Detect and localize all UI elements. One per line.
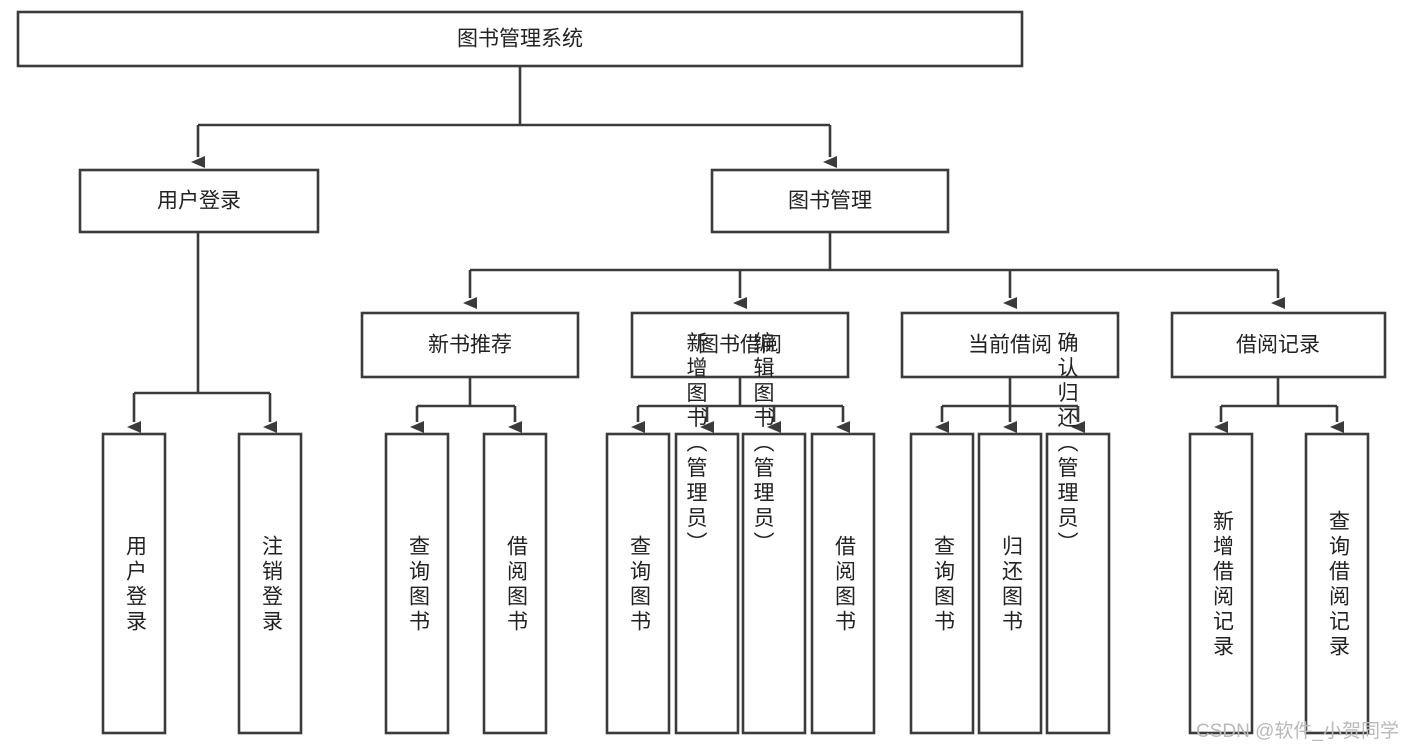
node-book-manage-box[interactable] bbox=[710, 168, 950, 234]
node-root-box[interactable] bbox=[16, 10, 1024, 68]
node-current-borrow-box[interactable] bbox=[900, 311, 1120, 379]
leaf-confirm-return[interactable]: 确认归还（管理员） bbox=[1045, 332, 1111, 735]
leaf-borrow-book-2-box[interactable] bbox=[810, 432, 876, 735]
node-book-borrow-label: 图书借阅 bbox=[698, 334, 782, 357]
node-current-borrow-label: 当前借阅 bbox=[968, 334, 1052, 357]
leaf-logout[interactable]: 注销登录 bbox=[237, 432, 303, 735]
leaf-return-book-box[interactable] bbox=[977, 432, 1043, 735]
node-book-borrow[interactable]: 图书借阅 bbox=[630, 311, 850, 379]
leaf-logout-box[interactable] bbox=[237, 432, 303, 735]
node-user-login-label: 用户登录 bbox=[157, 190, 241, 213]
leaf-query-book-1[interactable]: 查询图书 bbox=[384, 432, 450, 735]
leaf-query-book-3-box[interactable] bbox=[909, 432, 975, 735]
node-new-book-recommend-label: 新书推荐 bbox=[428, 334, 512, 357]
node-new-book-recommend-box[interactable] bbox=[360, 311, 580, 379]
node-book-manage-label: 图书管理 bbox=[788, 190, 872, 213]
node-current-borrow[interactable]: 当前借阅 bbox=[900, 311, 1120, 379]
leaf-return-book[interactable]: 归还图书 bbox=[977, 432, 1043, 735]
leaf-query-book-2-box[interactable] bbox=[605, 432, 671, 735]
leaf-query-record[interactable]: 查询借阅记录 bbox=[1304, 432, 1370, 735]
leaf-add-record-box[interactable] bbox=[1188, 432, 1254, 735]
node-new-book-recommend[interactable]: 新书推荐 bbox=[360, 311, 580, 379]
node-user-login[interactable]: 用户登录 bbox=[78, 168, 320, 234]
leaf-user-login-label: 用户登录 bbox=[123, 535, 147, 635]
node-user-login-box[interactable] bbox=[78, 168, 320, 234]
node-root-label: 图书管理系统 bbox=[457, 28, 583, 51]
node-borrow-record[interactable]: 借阅记录 bbox=[1170, 311, 1387, 379]
leaf-add-book-label: 新增图书（管理员） bbox=[684, 332, 708, 557]
leaf-edit-book[interactable]: 编辑图书（管理员） bbox=[741, 332, 807, 735]
leaf-return-book-label: 归还图书 bbox=[999, 535, 1023, 635]
leaf-confirm-return-box[interactable] bbox=[1045, 432, 1111, 735]
node-borrow-record-label: 借阅记录 bbox=[1236, 334, 1320, 357]
leaf-query-book-3[interactable]: 查询图书 bbox=[909, 432, 975, 735]
leaf-query-book-3-label: 查询图书 bbox=[931, 535, 955, 635]
leaf-add-book[interactable]: 新增图书（管理员） bbox=[674, 332, 740, 735]
leaf-query-record-label: 查询借阅记录 bbox=[1326, 510, 1350, 660]
leaf-user-login-box[interactable] bbox=[101, 432, 167, 735]
connectors bbox=[127, 66, 1344, 433]
leaf-query-book-1-box[interactable] bbox=[384, 432, 450, 735]
csdn-watermark: CSDN @软件_小贺同学 bbox=[1196, 721, 1399, 742]
node-book-manage[interactable]: 图书管理 bbox=[710, 168, 950, 234]
leaf-borrow-book-1-box[interactable] bbox=[482, 432, 548, 735]
leaf-confirm-return-label: 确认归还（管理员） bbox=[1055, 332, 1079, 557]
leaf-add-book-box[interactable] bbox=[674, 432, 740, 735]
leaf-edit-book-box[interactable] bbox=[741, 432, 807, 735]
leaf-add-record[interactable]: 新增借阅记录 bbox=[1188, 432, 1254, 735]
leaf-borrow-book-2[interactable]: 借阅图书 bbox=[810, 432, 876, 735]
leaf-add-record-label: 新增借阅记录 bbox=[1210, 510, 1234, 660]
leaf-borrow-book-2-label: 借阅图书 bbox=[832, 535, 856, 635]
leaf-query-book-1-label: 查询图书 bbox=[406, 535, 430, 635]
node-borrow-record-box[interactable] bbox=[1170, 311, 1387, 379]
leaf-borrow-book-1[interactable]: 借阅图书 bbox=[482, 432, 548, 735]
leaf-query-book-2[interactable]: 查询图书 bbox=[605, 432, 671, 735]
leaf-query-record-box[interactable] bbox=[1304, 432, 1370, 735]
leaf-logout-label: 注销登录 bbox=[259, 535, 283, 635]
leaf-borrow-book-1-label: 借阅图书 bbox=[504, 535, 528, 635]
leaf-user-login[interactable]: 用户登录 bbox=[101, 432, 167, 735]
node-root[interactable]: 图书管理系统 bbox=[16, 10, 1024, 68]
leaf-query-book-2-label: 查询图书 bbox=[627, 535, 651, 635]
leaf-edit-book-label: 编辑图书（管理员） bbox=[751, 332, 775, 557]
node-book-borrow-box[interactable] bbox=[630, 311, 850, 379]
